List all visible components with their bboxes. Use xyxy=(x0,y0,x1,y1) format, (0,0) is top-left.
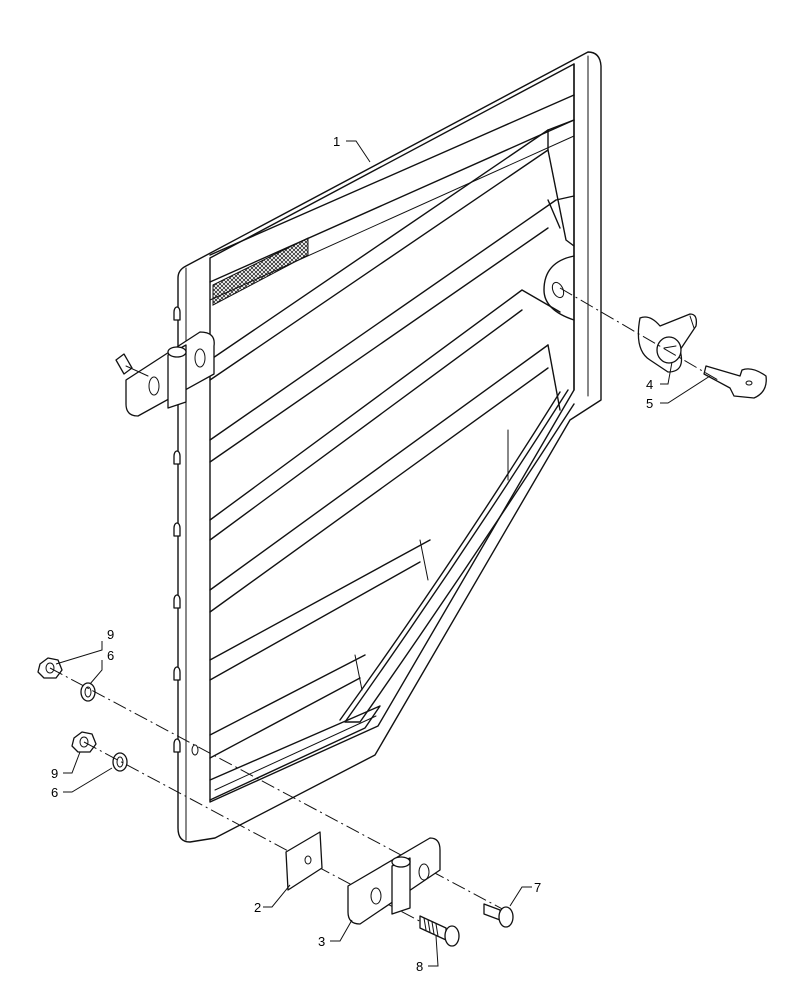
bolt-long xyxy=(419,915,460,947)
callout-6-lower: 6 xyxy=(51,785,58,800)
diagonal-brace xyxy=(344,389,575,723)
callout-2: 2 xyxy=(254,900,261,915)
leader-lines xyxy=(55,140,711,967)
key xyxy=(703,365,767,399)
callout-4: 4 xyxy=(646,377,653,392)
callout-labels: 1 2 3 4 5 6 6 7 8 9 9 xyxy=(51,134,653,974)
callout-8: 8 xyxy=(416,959,423,974)
louvre-slats xyxy=(209,119,575,759)
callout-6-upper: 6 xyxy=(107,648,114,663)
callout-7: 7 xyxy=(534,880,541,895)
edge-rivets xyxy=(173,306,181,753)
callout-9-lower: 9 xyxy=(51,766,58,781)
spacer-plate xyxy=(285,831,323,891)
grille-panel xyxy=(173,51,602,843)
callout-5: 5 xyxy=(646,396,653,411)
washer-lower xyxy=(112,752,128,772)
latch-lock xyxy=(637,313,698,373)
bolt-short xyxy=(483,903,514,928)
reflector-strip xyxy=(212,237,309,306)
callout-1: 1 xyxy=(333,134,340,149)
upper-hinge xyxy=(115,331,215,417)
callout-9-upper: 9 xyxy=(107,627,114,642)
callout-3: 3 xyxy=(318,934,325,949)
lower-hinge xyxy=(347,837,441,925)
